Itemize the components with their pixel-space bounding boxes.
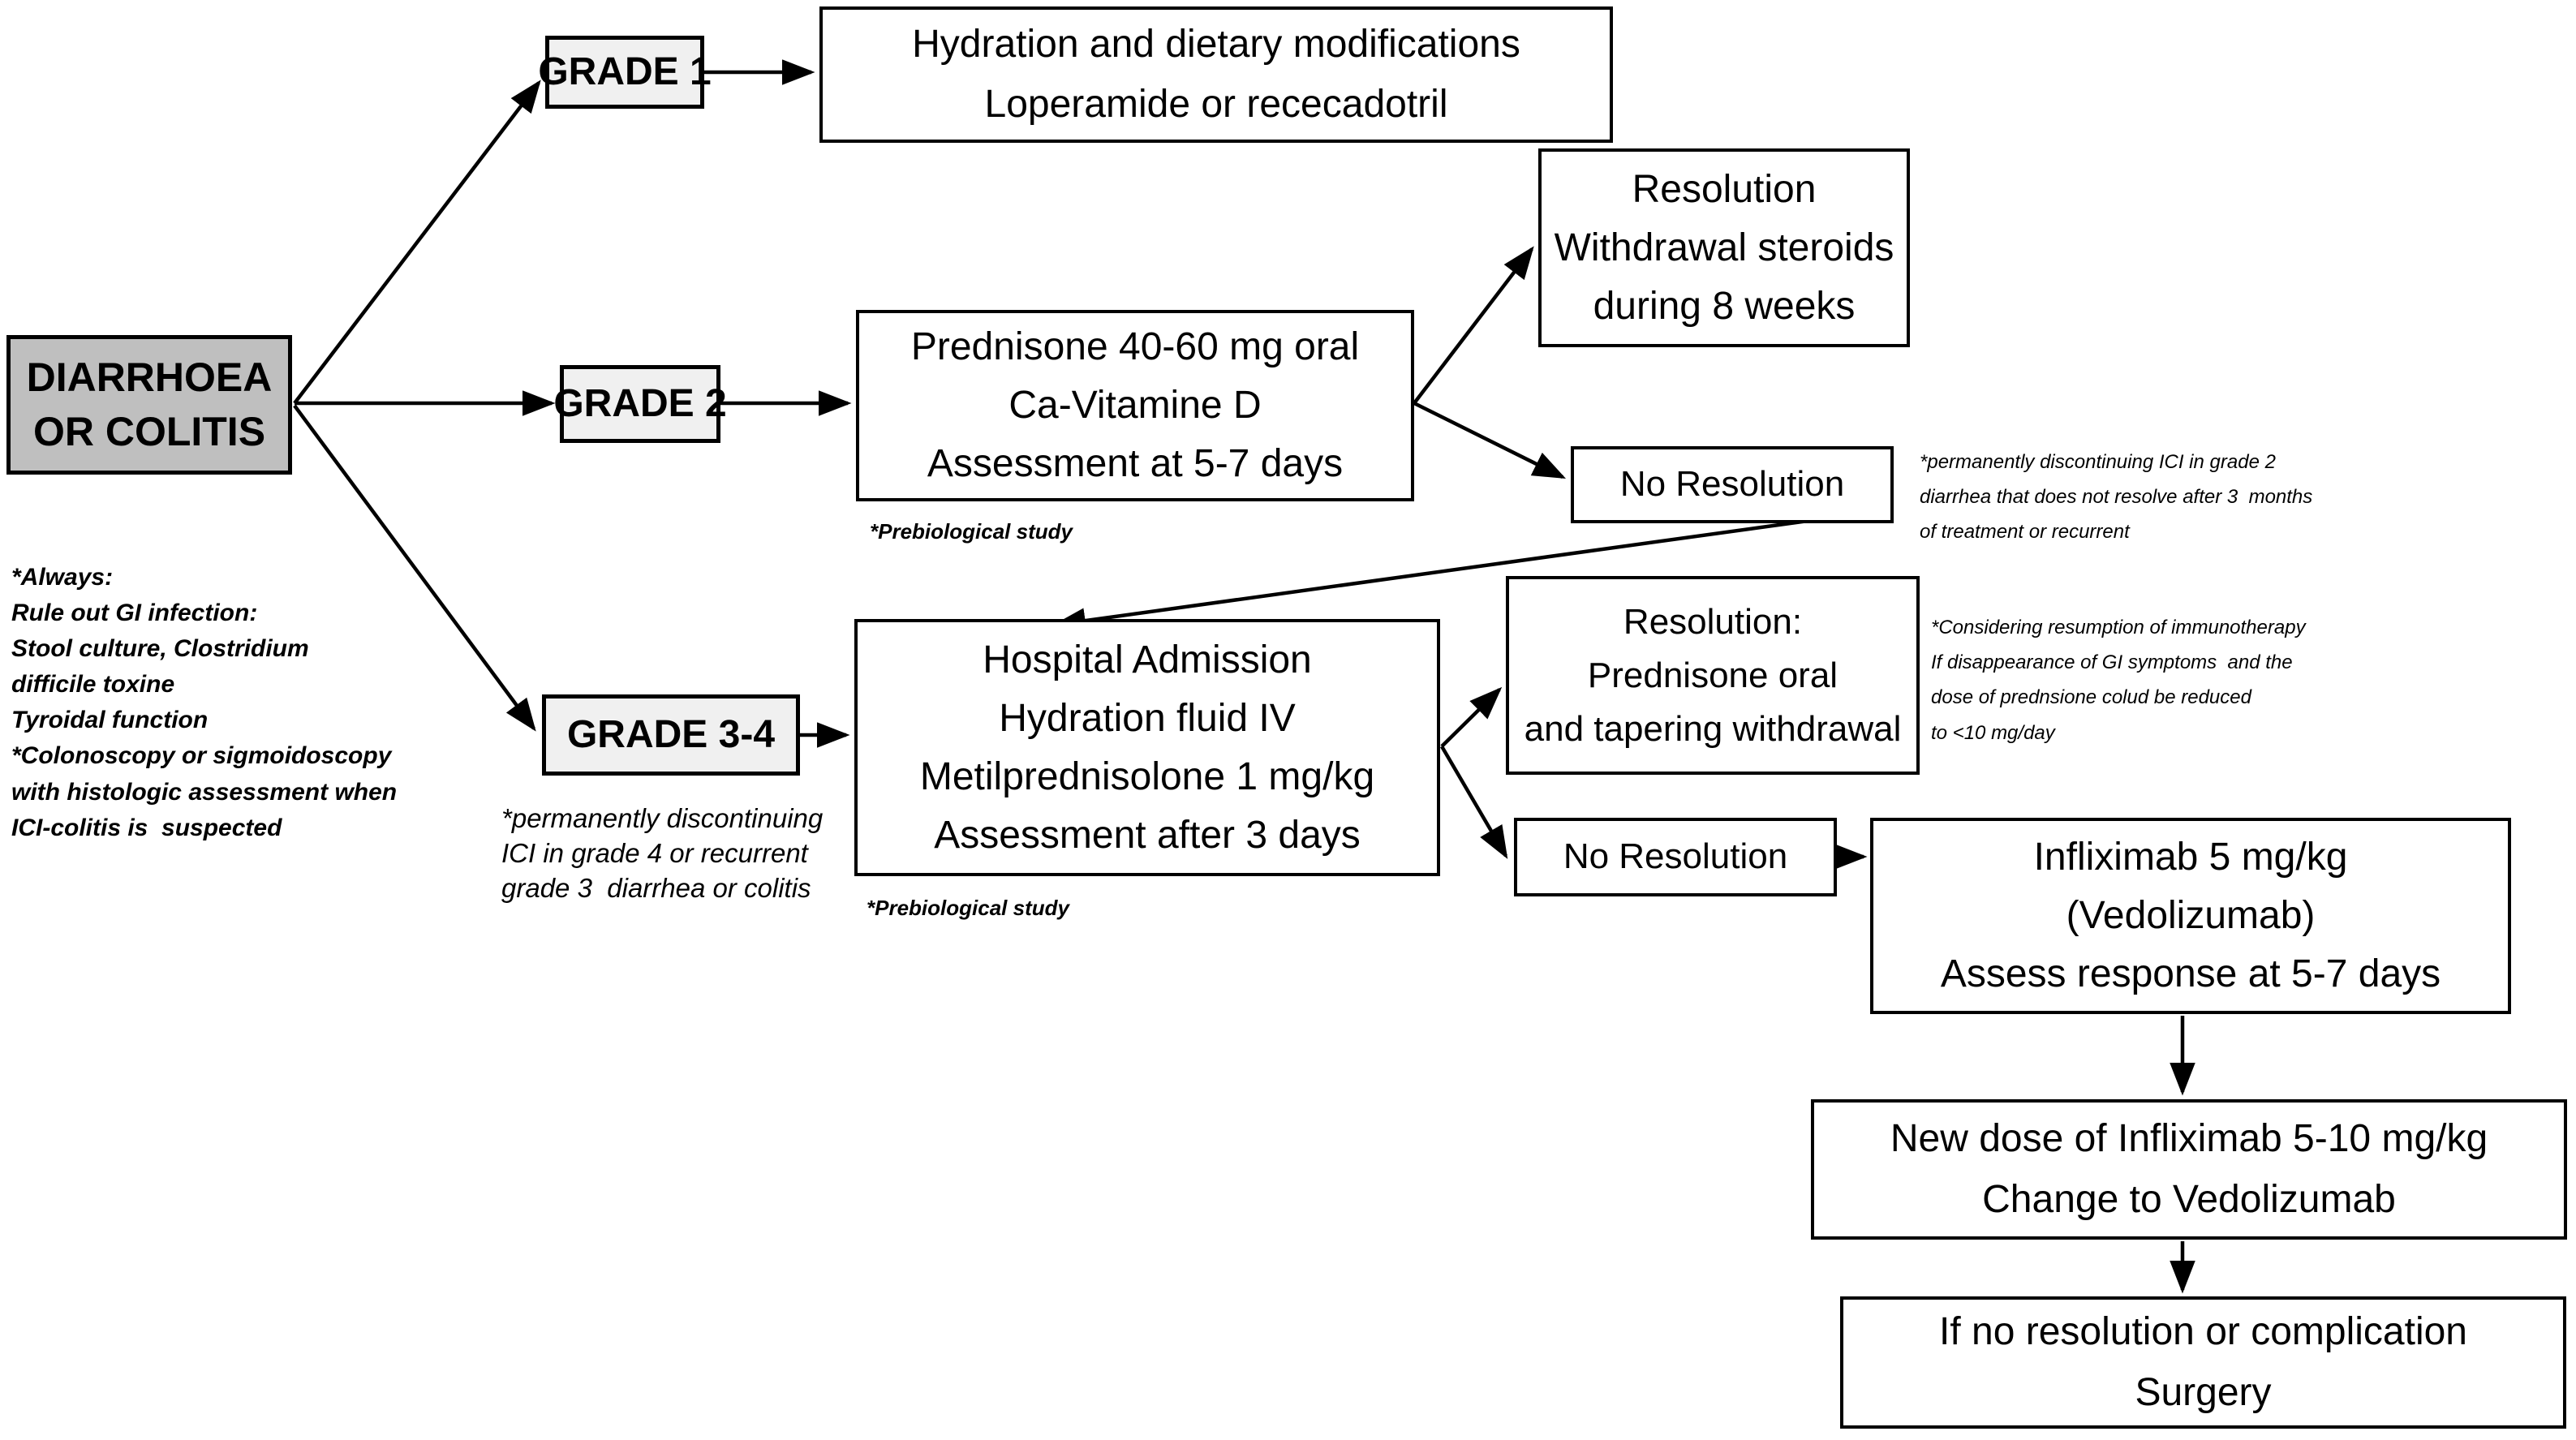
surgery-box: If no resolution or complication Surgery (1840, 1296, 2566, 1429)
grade1-treatment-box: Hydration and dietary modifications Lope… (819, 6, 1613, 143)
grade2-prebiological-note: *Prebiological study (870, 519, 1073, 544)
resume-immunotherapy-note: *Considering resumption of immunotherapy… (1931, 617, 2306, 744)
always-rule-out-note: *Always: Rule out GI infection: Stool cu… (11, 564, 398, 841)
arrow-hospital-to-resolution (1440, 686, 1503, 748)
grade34-resolution-box: Resolution: Prednisone oral and tapering… (1506, 576, 1920, 775)
grade1-box: GRADE 1 (538, 36, 712, 109)
grade34-prebiological-note: *Prebiological study (867, 896, 1069, 920)
grade34-treatment-box: Hospital Admission Hydration fluid IV Me… (854, 619, 1440, 876)
arrow-hospital-to-no-resolution (1440, 745, 1508, 859)
grade2-treatment-box: Prednisone 40-60 mg oral Ca-Vitamine D A… (856, 310, 1414, 501)
grade34-discontinue-ici-note: *permanently discontinuing ICI in grade … (501, 803, 824, 903)
arrow-root-to-grade1 (293, 80, 541, 405)
arrow-grade2-to-resolution (1413, 246, 1534, 405)
arrow-root-to-grade34 (293, 404, 536, 732)
grade34-box: GRADE 3-4 (542, 694, 800, 776)
grade34-no-resolution-box: No Resolution (1514, 818, 1837, 896)
diarrhoea-or-colitis-box: DIARRHOEA OR COLITIS (6, 335, 292, 475)
grade2-no-resolution-box: No Resolution (1571, 446, 1894, 523)
grade2-box: GRADE 2 (553, 365, 727, 443)
grade2-discontinue-ici-note: *permanently discontinuing ICI in grade … (1920, 451, 2313, 544)
grade2-resolution-box: Resolution Withdrawal steroids during 8 … (1538, 148, 1910, 347)
new-dose-box: New dose of Infliximab 5-10 mg/kg Change… (1811, 1099, 2567, 1240)
arrow-grade2-to-no-resolution (1413, 401, 1567, 479)
arrow-no-resolution-to-hospital (1052, 507, 1891, 634)
infliximab-box: Infliximab 5 mg/kg (Vedolizumab) Assess … (1870, 818, 2511, 1014)
